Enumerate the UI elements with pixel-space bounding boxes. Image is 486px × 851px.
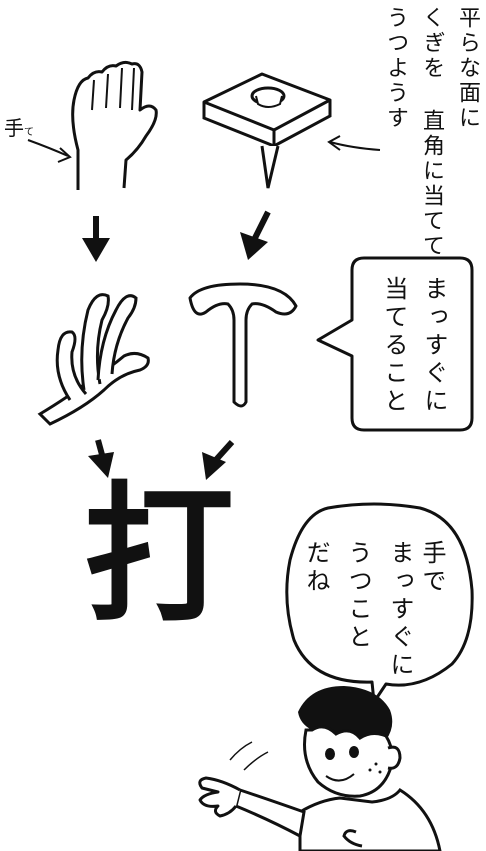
caption-line-2: くぎを 直角に当てて [419,6,444,259]
bottom-bubble-line-2: まっすぐに [386,540,414,680]
hand-label-text: 手 [4,116,24,140]
bottom-bubble-line-3: うつこと [344,540,372,652]
kanji-character: 打 [84,467,235,643]
caption-line-3: うつようす [383,6,408,131]
bottom-bubble-line-1: 手で [418,540,446,596]
bottom-bubble-line-4: だね [302,540,330,596]
middle-bubble-line-1: まっすぐに [420,276,448,416]
middle-bubble-line-2: 当てること [380,276,408,416]
caption-line-1: 平らな面に [455,6,480,131]
hand-label: 手て [4,112,34,141]
hand-label-ruby: て [24,127,34,138]
